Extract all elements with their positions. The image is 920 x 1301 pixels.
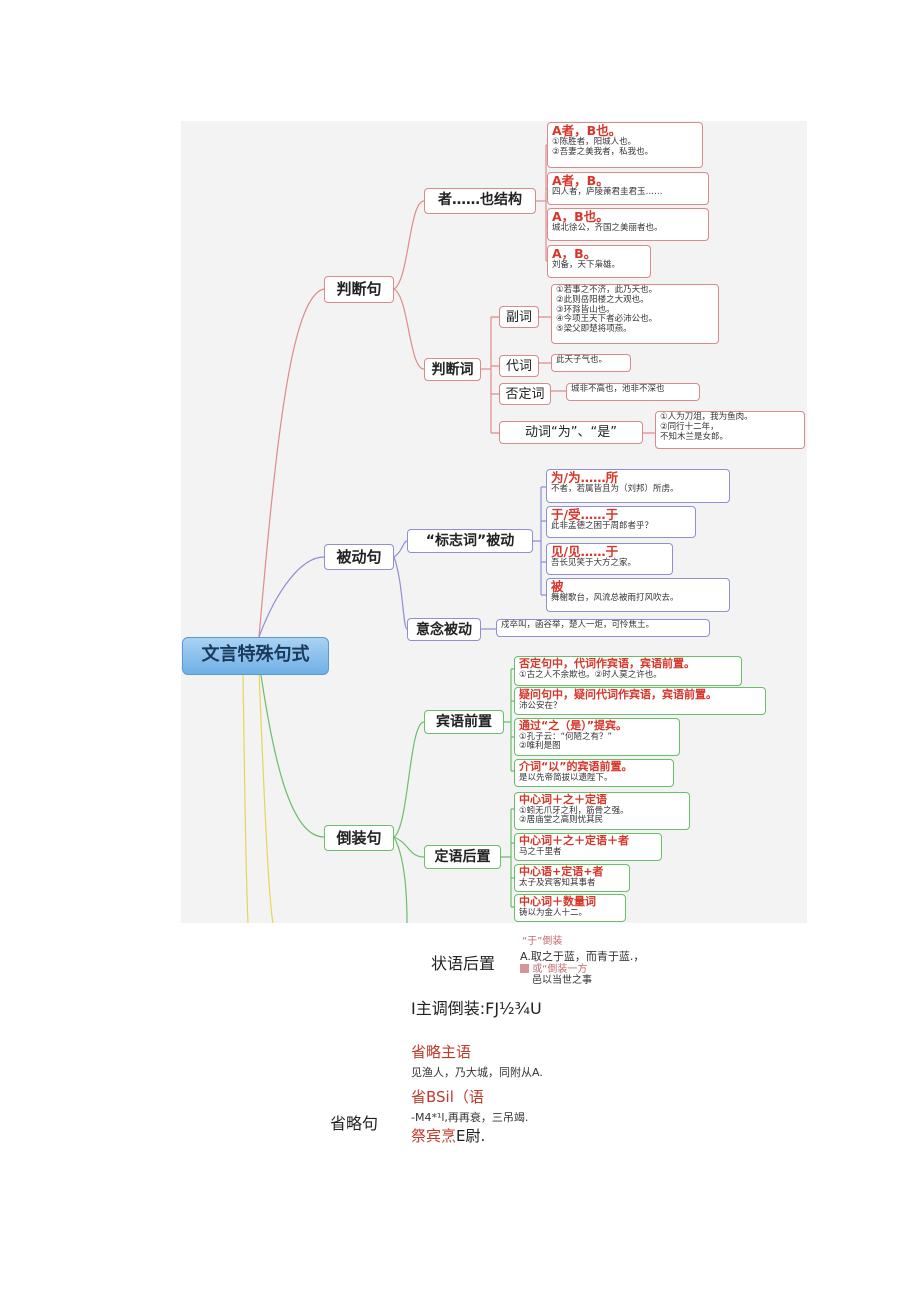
leaf-attributive-1: 中心词＋之＋定语 ①蚓无爪牙之利，筋骨之强。 ②居庙堂之高则忧其民 xyxy=(514,792,690,830)
subject-inversion: I主调倒装:FJ½¾U xyxy=(411,999,542,1018)
leaf-zheye-1: A者，B也。 ①陈胜者，阳城人也。 ②吾妻之美我者，私我也。 xyxy=(547,122,703,168)
leaf-pronoun: 此天子气也。 xyxy=(551,354,631,372)
adverbial-example-1: A.取之于蓝，而青于蓝.， xyxy=(520,950,645,963)
leaf-example: 不知木兰是女郎。 xyxy=(660,431,729,442)
leaf-title: 被 xyxy=(551,579,564,594)
leaf-example: 是以先帝简拔以遗陛下。 xyxy=(519,772,613,783)
leaf-object-1: 否定句中，代词作宾语，宾语前置。 ①古之人不余欺也。②时人莫之许也。 xyxy=(514,656,742,686)
omit-subject-example: 见渔人，乃大城，同附从A. xyxy=(411,1066,543,1079)
leaf-attributive-4: 中心词＋数量词 铸以为金人十二。 xyxy=(514,894,626,922)
node-negation: 否定词 xyxy=(499,383,551,405)
leaf-example: 戍卒叫，函谷举，楚人一炬，可怜焦土。 xyxy=(501,620,655,630)
branch-judgment: 判断句 xyxy=(324,276,394,303)
leaf-example: ①孔子云：“何陋之有？” xyxy=(519,731,612,742)
leaf-example: 刘备，天下枭雄。 xyxy=(552,260,621,271)
leaf-title: A者，B。 xyxy=(552,173,609,188)
leaf-example: ②吾妻之美我者，私我也。 xyxy=(552,147,654,158)
leaf-example: 舞榭歌台，风流总被雨打风吹去。 xyxy=(551,593,679,604)
leaf-title: 中心词＋之＋定语＋者 xyxy=(519,834,629,847)
leaf-passive-2: 于/受……于 此非孟德之困于周郎者乎？ xyxy=(546,506,696,538)
leaf-notional-passive: 戍卒叫，函谷举，楚人一炬，可怜焦土。 xyxy=(496,619,710,637)
leaf-title: A者，B也。 xyxy=(552,123,622,138)
leaf-title: 于/受……于 xyxy=(551,507,619,522)
omission-label: 省略句 xyxy=(330,1114,379,1133)
omit-verb-title: 省BSil（语 xyxy=(411,1088,484,1106)
leaf-verb-wei-shi: ①人为刀俎，我为鱼肉。 ②同行十二年， 不知木兰是女郎。 xyxy=(655,411,805,449)
leaf-zheye-3: A，B也。 城北徐公，齐国之美丽者也。 xyxy=(547,208,709,241)
leaf-example: ①古之人不余欺也。②时人莫之许也。 xyxy=(519,669,662,680)
node-marker-passive: “标志词”被动 xyxy=(407,529,533,553)
leaf-title: 中心词＋之＋定语 xyxy=(519,793,607,806)
leaf-object-4: 介词“以”的宾语前置。 是以先帝简拔以遗陛下。 xyxy=(514,759,674,787)
node-attributive-post: 定语后置 xyxy=(424,845,501,869)
leaf-example: 太子及宾客知其事者 xyxy=(519,877,596,888)
leaf-example: 沛公安在？ xyxy=(519,700,562,711)
omit-subject-title: 省略主语 xyxy=(411,1043,472,1061)
leaf-example: ①若事之不济，此乃天也。 xyxy=(556,285,658,295)
leaf-object-3: 通过“之（是）”提宾。 ①孔子云：“何陋之有？” ②唯利是图 xyxy=(514,718,680,756)
leaf-example: ①人为刀俎，我为鱼肉。 xyxy=(660,412,753,422)
adverbial-example-2: 或“倒装一方 xyxy=(520,960,587,975)
node-notional-passive: 意念被动 xyxy=(407,618,481,641)
leaf-example: ③环滁皆山也。 xyxy=(556,304,615,315)
leaf-zheye-2: A者，B。 四人者，庐陵萧君圭君玉…… xyxy=(547,172,709,205)
leaf-example: 铸以为金人十二。 xyxy=(519,907,588,918)
leaf-title: 通过“之（是）”提宾。 xyxy=(519,719,627,732)
leaf-example: 不者，若属皆且为（刘邦）所虏。 xyxy=(551,484,679,495)
leaf-example: ⑤梁父即楚将项燕。 xyxy=(556,324,632,335)
omit-object-suffix: E尉. xyxy=(456,1127,486,1145)
adverbial-note-top: “于”倒装 xyxy=(522,936,563,947)
mind-map: 文言特殊句式 判断句 者……也结构 A者，B也。 ①陈胜者，阳城人也。 ②吾妻之… xyxy=(181,121,807,923)
adverbial-post-label: 状语后置 xyxy=(431,954,496,973)
leaf-title: 疑问句中，疑问代词作宾语，宾语前置。 xyxy=(519,688,717,701)
leaf-passive-1: 为/为……所 不者，若属皆且为（刘邦）所虏。 xyxy=(546,469,730,503)
leaf-title: 见/见……于 xyxy=(551,544,619,559)
leaf-example: 此天子气也。 xyxy=(556,355,608,365)
adverbial-line2: 或“倒装一方 xyxy=(532,964,588,975)
omit-verb-example: -M4*¹l,再再衰，三吊竭. xyxy=(411,1111,529,1124)
node-judgeword: 判断词 xyxy=(424,358,481,381)
branch-inversion: 倒装句 xyxy=(324,825,394,851)
leaf-example: ②居庙堂之高则忧其民 xyxy=(519,815,604,826)
node-verb-wei-shi: 动词“为”、“是” xyxy=(499,421,643,444)
node-zheye: 者……也结构 xyxy=(424,188,536,214)
leaf-example: ②此则岳阳楼之大观也。 xyxy=(556,294,649,305)
leaf-example: ②同行十二年， xyxy=(660,421,719,432)
leaf-title: A，B也。 xyxy=(552,209,609,224)
leaf-passive-3: 见/见……于 吾长见笑于大方之家。 xyxy=(546,543,673,575)
leaf-example: 城北徐公，齐国之美丽者也。 xyxy=(552,223,663,234)
leaf-example: ①陈胜者，阳城人也。 xyxy=(552,137,637,148)
leaf-example: 马之千里者 xyxy=(519,846,562,857)
leaf-title: 中心词＋数量词 xyxy=(519,895,596,908)
root-node: 文言特殊句式 xyxy=(182,637,329,675)
leaf-title: 中心语+定语+者 xyxy=(519,865,604,878)
leaf-example: 城非不高也，池非不深也 xyxy=(571,384,665,394)
leaf-zheye-4: A，B。 刘备，天下枭雄。 xyxy=(547,245,651,278)
leaf-example: ①蚓无爪牙之利，筋骨之强。 xyxy=(519,805,629,816)
marker-square-icon xyxy=(520,964,529,973)
leaf-example: ②唯利是图 xyxy=(519,741,561,752)
leaf-title: 为/为……所 xyxy=(551,470,619,485)
omit-object-title: 祭宾烹 xyxy=(411,1127,457,1145)
leaf-adverb: ①若事之不济，此乃天也。 ②此则岳阳楼之大观也。 ③环滁皆山也。 ④今项王天下者… xyxy=(551,284,719,344)
branch-passive: 被动句 xyxy=(324,544,394,570)
leaf-title: 否定句中，代词作宾语，宾语前置。 xyxy=(519,657,695,670)
leaf-example: 此非孟德之困于周郎者乎？ xyxy=(551,521,654,532)
leaf-title: 介词“以”的宾语前置。 xyxy=(519,760,633,773)
leaf-example: 四人者，庐陵萧君圭君玉…… xyxy=(552,187,663,198)
leaf-attributive-3: 中心语+定语+者 太子及宾客知其事者 xyxy=(514,864,630,892)
leaf-example: ④今项王天下者必沛公也。 xyxy=(556,314,658,325)
node-pronoun: 代词 xyxy=(499,355,539,377)
leaf-example: 吾长见笑于大方之家。 xyxy=(551,558,637,569)
omit-object-line: 祭宾烹E尉. xyxy=(411,1125,485,1146)
mind-map-links xyxy=(242,144,655,923)
leaf-title: A，B。 xyxy=(552,246,597,261)
adverbial-example-3: 邑以当世之事 xyxy=(532,975,592,986)
node-adverb: 副词 xyxy=(499,306,539,328)
node-object-front: 宾语前置 xyxy=(424,710,504,734)
leaf-passive-4: 被 舞榭歌台，风流总被雨打风吹去。 xyxy=(546,578,730,612)
leaf-negation: 城非不高也，池非不深也 xyxy=(566,383,700,401)
leaf-attributive-2: 中心词＋之＋定语＋者 马之千里者 xyxy=(514,833,662,861)
leaf-object-2: 疑问句中，疑问代词作宾语，宾语前置。 沛公安在？ xyxy=(514,687,766,715)
